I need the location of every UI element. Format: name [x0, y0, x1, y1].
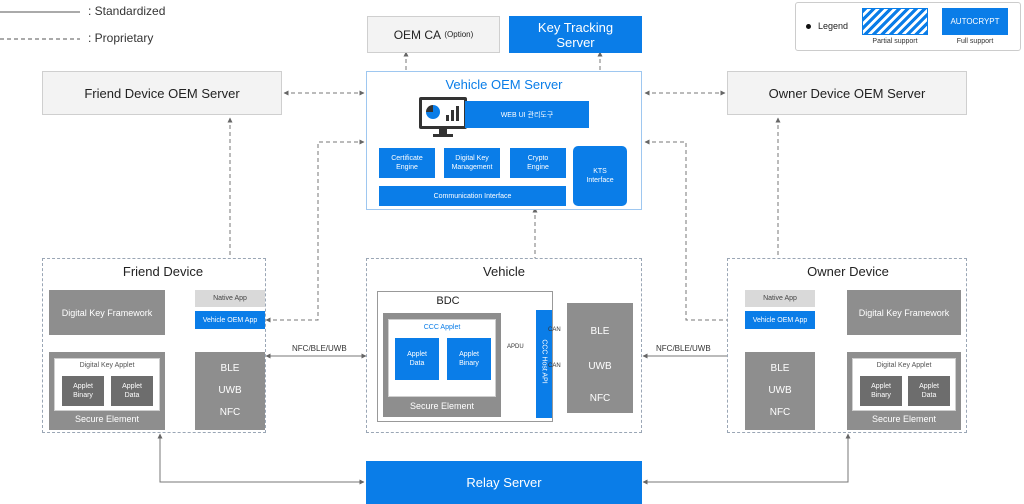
friend-dk-framework: Digital Key Framework	[49, 290, 165, 335]
cert-engine-l1: Certificate	[391, 155, 423, 162]
friend-device: Friend Device Digital Key Framework Nati…	[42, 258, 266, 433]
friend-applet-binary-l1: Applet	[73, 383, 93, 390]
friend-dk-applet: Digital Key Applet Applet Binary Applet …	[54, 358, 160, 411]
owner-vehicle-oem-app: Vehicle OEM App	[745, 311, 815, 329]
owner-applet-binary: Applet Binary	[860, 376, 902, 406]
cert-engine-l2: Engine	[396, 164, 418, 171]
vehicle: Vehicle BDC CCC Applet Applet Data Apple…	[366, 258, 642, 433]
vehicle-nfc: NFC	[589, 392, 611, 404]
owner-applet-binary-l2: Binary	[871, 392, 891, 399]
friend-secure-element: Digital Key Applet Applet Binary Applet …	[49, 352, 165, 430]
friend-applet-binary: Applet Binary	[62, 376, 104, 406]
oem-ca-title: OEM CA	[393, 27, 442, 42]
vehicle-applet-data-l1: Applet	[407, 351, 427, 358]
bdc-title: BDC	[436, 295, 460, 307]
ccc-host-api: CCC Host API	[536, 310, 552, 418]
owner-nfc: NFC	[769, 406, 791, 418]
owner-native-app: Native App	[745, 290, 815, 307]
relay-server: Relay Server	[366, 461, 642, 504]
friend-nfc: NFC	[219, 406, 241, 418]
vehicle-secure-element: CCC Applet Applet Data Applet Binary Sec…	[383, 313, 501, 417]
vehicle-applet-binary: Applet Binary	[447, 338, 491, 380]
legend-bullet-icon	[806, 24, 811, 29]
vehicle-radio-block: BLE UWB NFC	[567, 303, 633, 413]
vehicle-oem-title: Vehicle OEM Server	[445, 77, 563, 92]
ccc-host-api-label: CCC Host API	[540, 339, 548, 384]
crypto-engine: Crypto Engine	[510, 148, 566, 178]
oem-ca-box: OEM CA (Option)	[367, 16, 500, 53]
communication-interface: Communication Interface	[379, 186, 566, 206]
owner-oem-server: Owner Device OEM Server	[727, 71, 967, 115]
key-tracking-server: Key Tracking Server	[509, 16, 642, 53]
legend-proprietary-label: : Proprietary	[88, 31, 154, 45]
crypto-l1: Crypto	[527, 155, 549, 162]
monitor-dashboard-icon	[419, 97, 467, 137]
web-ui-tool: WEB UI 관리도구	[465, 101, 589, 128]
vehicle-uwb: UWB	[588, 360, 612, 372]
friend-secure-element-label: Secure Element	[74, 414, 140, 424]
dk-mgmt-l1: Digital Key	[455, 155, 489, 162]
friend-device-title: Friend Device	[122, 264, 204, 279]
ccc-applet: CCC Applet Applet Data Applet Binary	[388, 319, 496, 397]
digital-key-management: Digital Key Management	[444, 148, 500, 178]
friend-oem-server: Friend Device OEM Server	[42, 71, 282, 115]
key-tracking-line2: Server	[556, 34, 595, 50]
owner-applet-data-l2: Data	[921, 392, 937, 399]
legend-partial-label: Partial support	[872, 38, 918, 45]
kts-l1: KTS	[593, 168, 607, 175]
legend-box: Legend AUTOCRYPT Partial support Full su…	[795, 2, 1021, 51]
friend-uwb: UWB	[218, 384, 242, 396]
owner-secure-element: Digital Key Applet Applet Binary Applet …	[847, 352, 961, 430]
owner-applet-binary-l1: Applet	[871, 383, 891, 390]
certificate-engine: Certificate Engine	[379, 148, 435, 178]
owner-secure-element-label: Secure Element	[871, 414, 937, 424]
friend-ble: BLE	[220, 362, 240, 374]
owner-device-title: Owner Device	[807, 264, 889, 279]
friend-applet-binary-l2: Binary	[73, 392, 93, 399]
owner-dk-framework: Digital Key Framework	[847, 290, 961, 335]
friend-vehicle-link-label: NFC/BLE/UWB	[292, 344, 347, 353]
dk-mgmt-l2: Management	[451, 164, 493, 171]
friend-applet-data: Applet Data	[111, 376, 153, 406]
vehicle-applet-binary-l2: Binary	[459, 360, 479, 367]
vehicle-title: Vehicle	[483, 264, 525, 279]
crypto-l2: Engine	[527, 164, 549, 171]
can-label-2: CAN	[548, 363, 561, 369]
apdu-label: APDU	[507, 344, 524, 350]
legend-standardized-label: : Standardized	[88, 4, 166, 18]
owner-device: Owner Device Native App Vehicle OEM App …	[727, 258, 967, 433]
owner-ble: BLE	[770, 362, 790, 374]
legend-title: Legend	[818, 21, 849, 31]
vehicle-applet-binary-l1: Applet	[459, 351, 479, 358]
friend-applet-title: Digital Key Applet	[79, 362, 135, 369]
vehicle-applet-data: Applet Data	[395, 338, 439, 380]
owner-radio-block: BLE UWB NFC	[745, 352, 815, 430]
friend-radio-block: BLE UWB NFC	[195, 352, 265, 430]
friend-applet-data-l2: Data	[124, 392, 140, 399]
can-label-1: CAN	[548, 327, 561, 333]
friend-applet-data-l1: Applet	[122, 383, 142, 390]
kts-interface: KTS Interface	[573, 146, 627, 206]
legend-partial-swatch	[862, 8, 928, 35]
owner-applet-title: Digital Key Applet	[876, 362, 932, 369]
key-tracking-line1: Key Tracking	[537, 19, 614, 35]
owner-applet-data: Applet Data	[908, 376, 950, 406]
vehicle-oem-server: Vehicle OEM Server WEB UI 관리도구 Certifica…	[366, 71, 642, 210]
ccc-applet-title: CCC Applet	[423, 324, 461, 331]
friend-native-app: Native App	[195, 290, 265, 307]
vehicle-applet-data-l2: Data	[409, 360, 425, 367]
owner-uwb: UWB	[768, 384, 792, 396]
owner-applet-data-l1: Applet	[919, 383, 939, 390]
bdc-box: BDC CCC Applet Applet Data Applet Binary…	[377, 291, 553, 422]
kts-l2: Interface	[586, 177, 614, 184]
owner-dk-applet: Digital Key Applet Applet Binary Applet …	[852, 358, 956, 411]
legend-full-label: Full support	[956, 38, 994, 45]
vehicle-ble: BLE	[590, 325, 610, 337]
legend-full-swatch: AUTOCRYPT	[942, 8, 1008, 35]
oem-ca-sub: (Option)	[444, 30, 474, 39]
friend-vehicle-oem-app: Vehicle OEM App	[195, 311, 265, 329]
vehicle-secure-element-label: Secure Element	[409, 401, 475, 411]
legend-autocrypt-label: AUTOCRYPT	[950, 17, 1000, 26]
vehicle-owner-link-label: NFC/BLE/UWB	[656, 344, 711, 353]
